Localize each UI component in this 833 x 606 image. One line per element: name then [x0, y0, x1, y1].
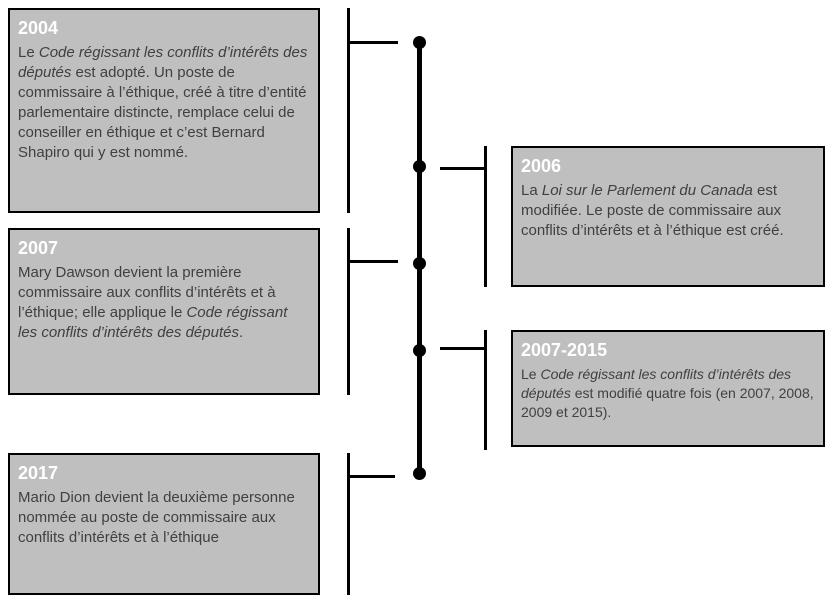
- event-description: Mary Dawson devient la première commissa…: [18, 264, 288, 341]
- bracket-line-2007: [347, 228, 350, 395]
- bracket-line-2007-2015: [484, 330, 487, 450]
- event-year: 2007-2015: [521, 340, 608, 360]
- timeline-dot-2004: [413, 36, 426, 49]
- bracket-line-2004: [347, 8, 350, 213]
- event-year: 2006: [521, 156, 562, 176]
- event-description: Mario Dion devient la deuxième personne …: [18, 489, 295, 546]
- event-box-2006: 2006 La Loi sur le Parlement du Canada e…: [511, 146, 825, 287]
- event-description: Le Code régissant les conflits d’intérêt…: [18, 44, 308, 161]
- event-description: Le Code régissant les conflits d’intérêt…: [521, 366, 814, 420]
- event-year: 2007: [18, 238, 59, 258]
- event-description: La Loi sur le Parlement du Canada est mo…: [521, 182, 784, 239]
- timeline-dot-2007: [413, 257, 426, 270]
- connector-line-2007: [348, 260, 398, 263]
- connector-line-2006: [440, 167, 485, 170]
- event-box-2007-2015: 2007-2015 Le Code régissant les conflits…: [511, 330, 825, 447]
- event-year: 2017: [18, 463, 59, 483]
- connector-line-2007-2015: [440, 347, 484, 350]
- bracket-line-2006: [484, 146, 487, 287]
- connector-line-2017: [348, 475, 395, 478]
- event-box-2004: 2004 Le Code régissant les conflits d’in…: [8, 8, 320, 213]
- timeline-dot-2017: [413, 467, 426, 480]
- event-year: 2004: [18, 18, 59, 38]
- timeline-dot-2006: [413, 160, 426, 173]
- event-box-2017: 2017 Mario Dion devient la deuxième pers…: [8, 453, 320, 595]
- timeline-dot-2007-2015: [413, 344, 426, 357]
- bracket-line-2017: [347, 453, 350, 595]
- event-box-2007: 2007 Mary Dawson devient la première com…: [8, 228, 320, 395]
- connector-line-2004: [348, 41, 398, 44]
